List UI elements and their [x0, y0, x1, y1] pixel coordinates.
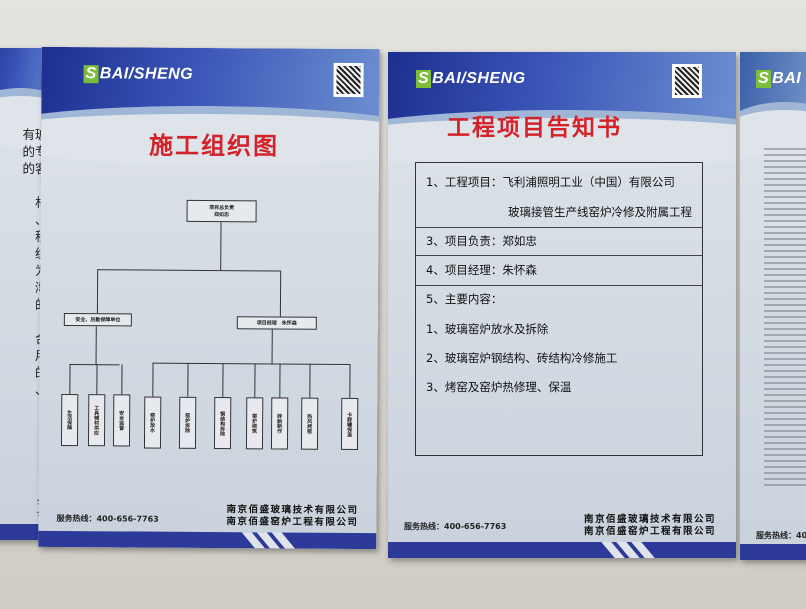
- org-box-top: 项目总负责郑如忠: [186, 199, 257, 223]
- notice-row: 1、玻璃窑炉放水及拆除: [426, 322, 549, 336]
- connector-line: [95, 326, 97, 365]
- page-title: 施工组织图: [148, 131, 280, 161]
- hotline: 服务热线：40: [756, 531, 806, 540]
- org-box-task: 窑炉拆除: [178, 396, 197, 449]
- org-box-task: 安全监督: [112, 394, 131, 447]
- org-box-task: 工具辅材供应: [87, 394, 106, 447]
- logo-text: BAI: [772, 70, 802, 87]
- org-box-text: 郑如忠: [214, 212, 230, 219]
- notice-box: 1、工程项目：飞利浦照明工业（中国）有限公司 玻璃接管生产线窑炉冷修及附属工程 …: [415, 162, 703, 456]
- notice-row: 4、项目经理：朱怀森: [426, 263, 537, 277]
- rules-text-block: [764, 148, 806, 488]
- hotline: 服务热线：400-656-7763: [404, 522, 507, 531]
- footer-band: [38, 530, 377, 550]
- org-box-manager: 项目经理 朱怀森: [236, 316, 317, 330]
- company-name: 南京佰盛窑炉工程有限公司: [583, 526, 716, 537]
- page-title: 工程项目告知书: [447, 115, 622, 141]
- org-box-safety: 安全、后勤保障单位: [63, 312, 132, 327]
- org-box-task: 卡脖罐保温: [340, 397, 359, 451]
- connector-line: [309, 363, 311, 398]
- connector-line: [152, 362, 154, 397]
- connector-line: [69, 364, 120, 366]
- connector-line: [152, 362, 351, 365]
- company-name: 南京佰盛玻璃技术有限公司: [583, 514, 716, 525]
- notice-row: 5、主要内容：: [426, 292, 503, 306]
- org-box-task: 砖胎制作: [270, 397, 289, 450]
- company-names: 南京佰盛玻璃技术有限公司南京佰盛窑炉工程有限公司: [226, 504, 358, 529]
- connector-line: [121, 364, 123, 395]
- org-box-task: 窑炉放水: [143, 396, 162, 449]
- company-names: 南京佰盛玻璃技术有限公司南京佰盛窑炉工程有限公司: [584, 514, 716, 538]
- hotline: 服务热线：400-656-7763: [56, 513, 159, 524]
- connector-line: [279, 270, 282, 317]
- org-box-task: 钢结构拆除: [213, 397, 232, 450]
- notice-row: 3、烤窑及窑炉热修理、保温: [426, 380, 572, 394]
- connector-line: [222, 363, 224, 398]
- connector-line: [187, 362, 189, 397]
- connector-line: [271, 329, 273, 364]
- qr-code: [333, 62, 364, 98]
- notice-row: 玻璃接管生产线窑炉冷修及附属工程: [508, 205, 692, 219]
- connector-line: [69, 364, 71, 395]
- connector-line: [96, 269, 99, 314]
- company-name: 南京佰盛玻璃技术有限公司: [226, 504, 359, 517]
- connector-line: [349, 363, 351, 398]
- footer-band: [740, 544, 806, 560]
- org-box-task: 窑炉砌筑: [245, 397, 264, 450]
- company-name: 南京佰盛窑炉工程有限公司: [226, 516, 359, 529]
- footer-band: [388, 542, 736, 558]
- org-box-task: 生活保障: [60, 393, 79, 447]
- org-box-task: 热风烤窑: [300, 397, 319, 450]
- notice-row: 2、玻璃窑炉钢结构、砖结构冷修施工: [426, 351, 618, 365]
- connector-line: [254, 363, 256, 398]
- notice-row: 1、工程项目：飞利浦照明工业（中国）有限公司: [426, 175, 675, 189]
- connector-line: [279, 363, 281, 398]
- qr-code: [672, 64, 702, 98]
- connector-line: [97, 269, 281, 272]
- notice-row: 3、项目负责：郑如忠: [426, 234, 537, 248]
- connector-line: [220, 222, 222, 271]
- connector-line: [96, 364, 98, 395]
